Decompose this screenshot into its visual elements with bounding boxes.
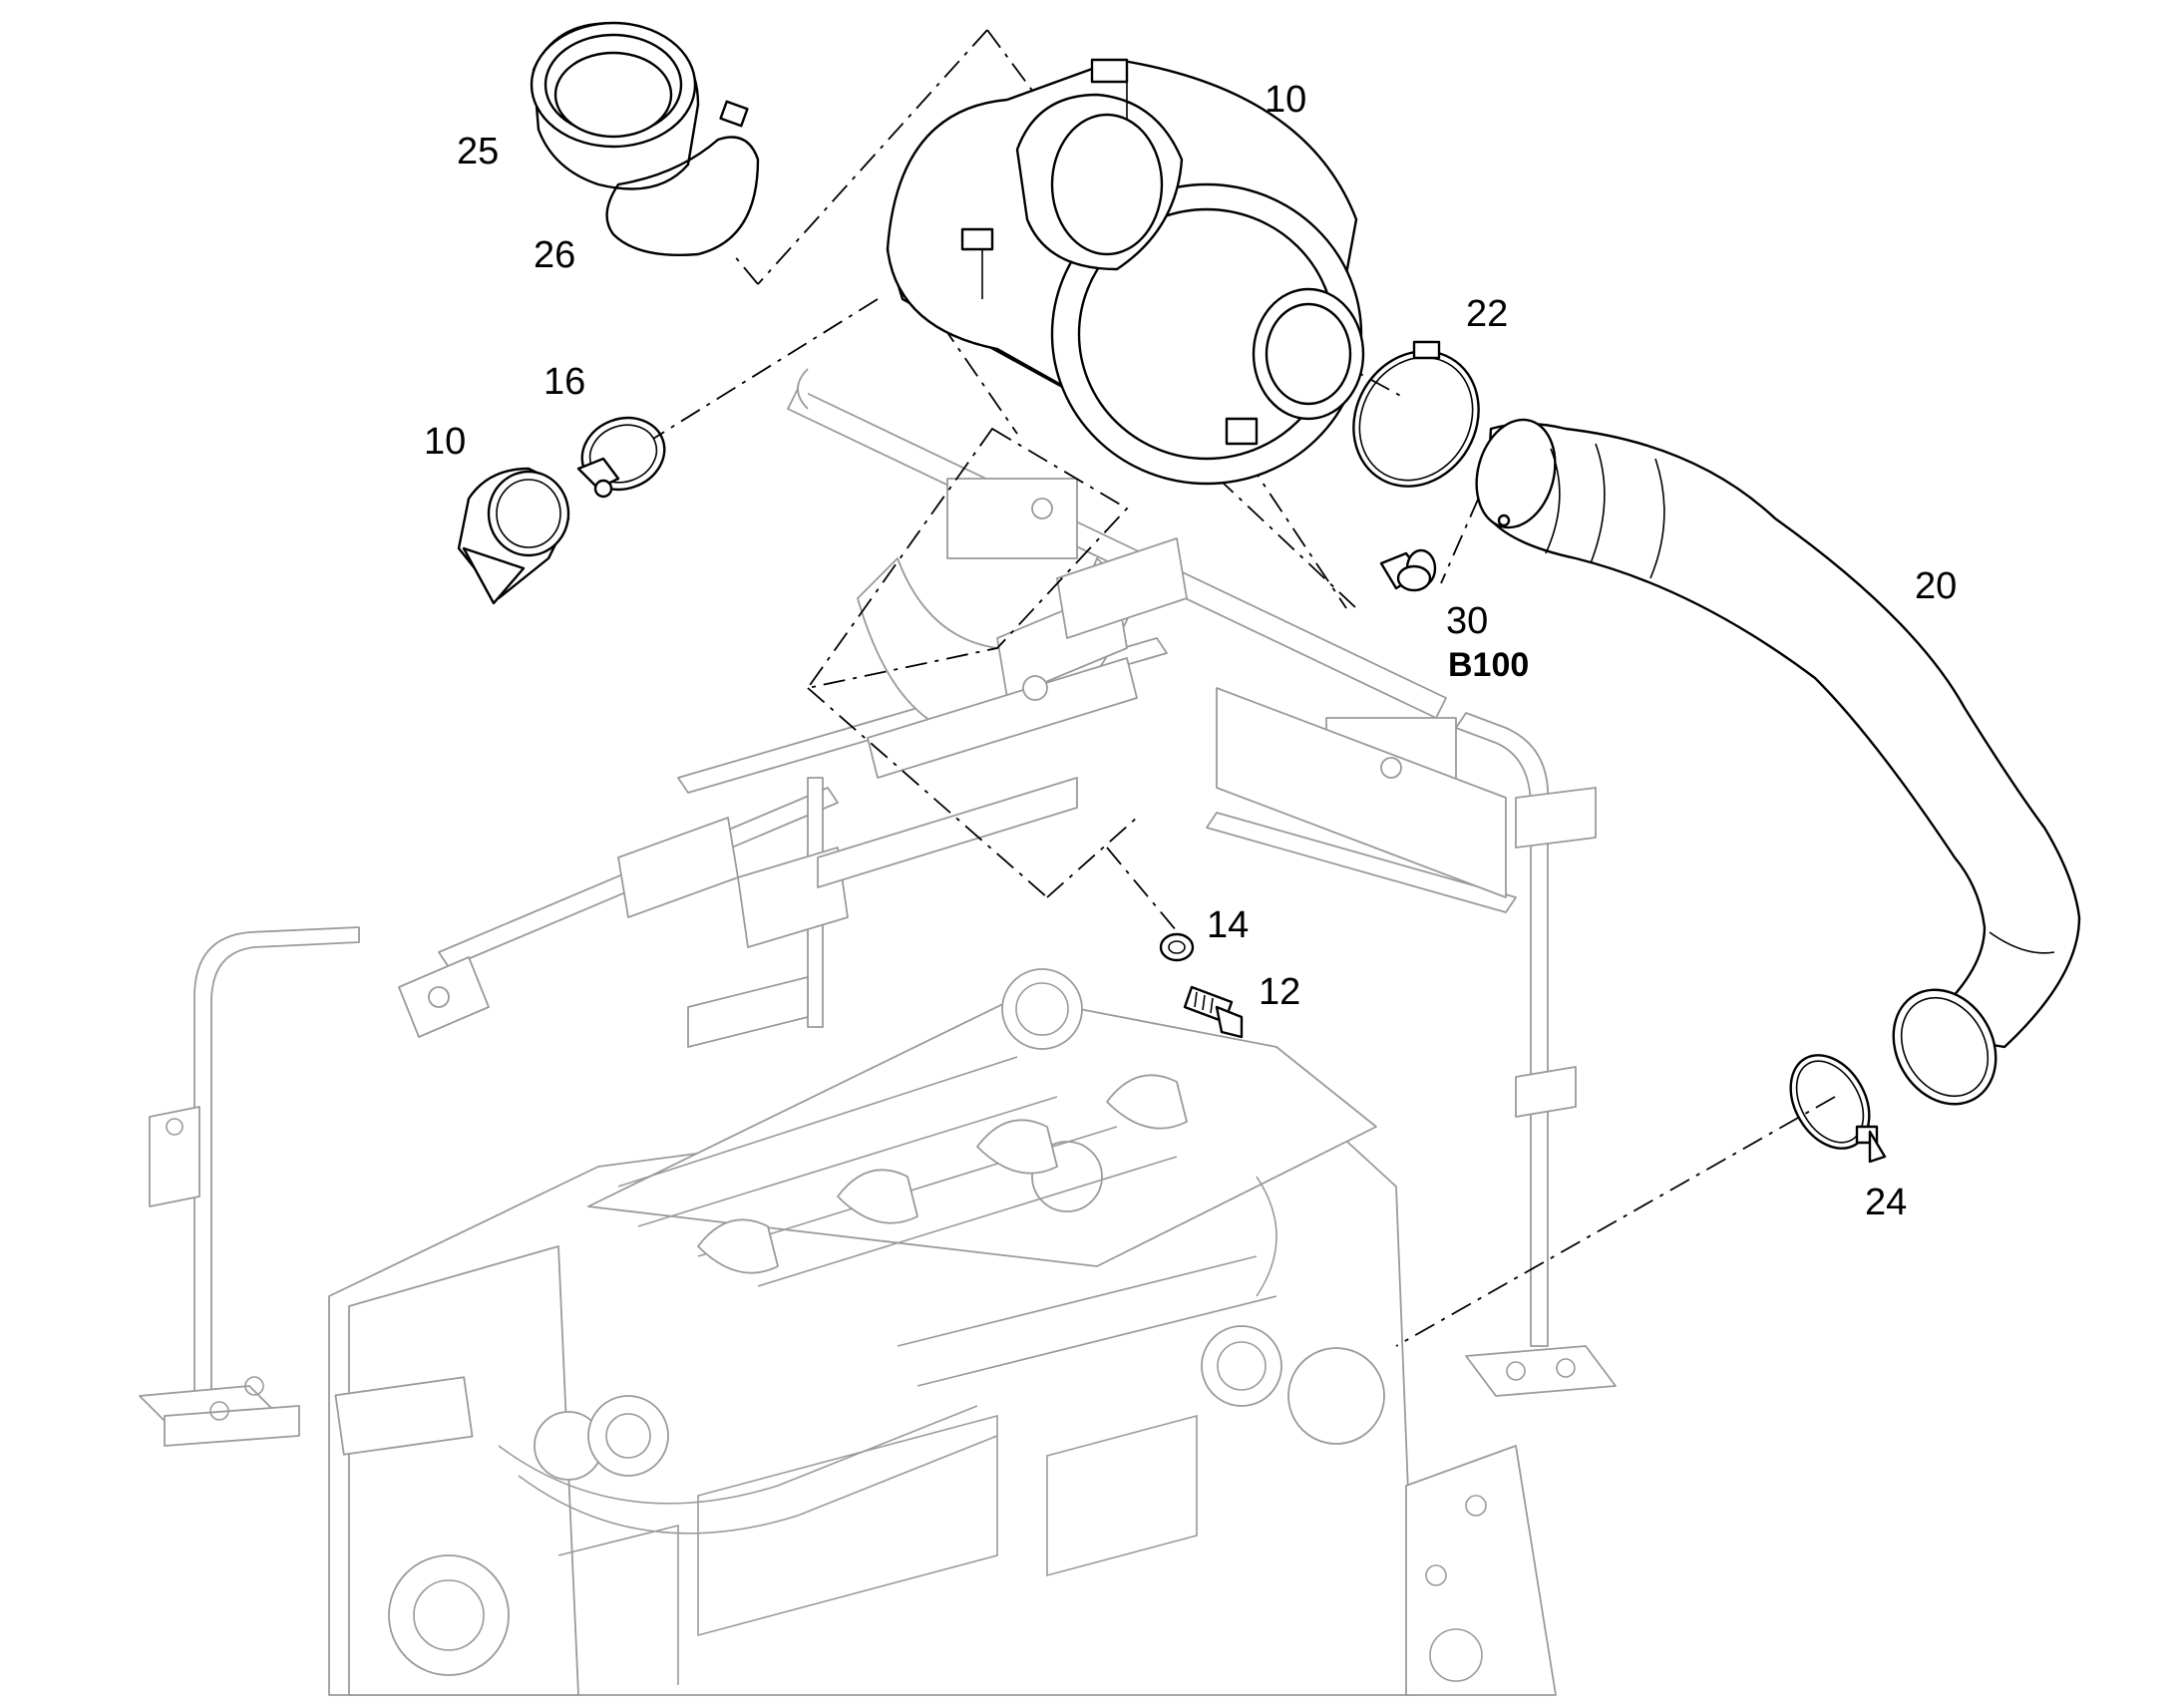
- hose-clamp-24: [1789, 1054, 1887, 1164]
- callout-30: 30: [1446, 600, 1488, 642]
- callout-22: 22: [1466, 293, 1508, 335]
- callout-16: 16: [544, 361, 585, 403]
- callout-26: 26: [534, 234, 575, 276]
- callout-12: 12: [1259, 971, 1300, 1013]
- callout-30-sensor-code: B100: [1448, 646, 1529, 684]
- hose-clamp-22: [1352, 340, 1480, 488]
- hose-clamp-26: [605, 100, 760, 256]
- bolt-12: [1183, 985, 1244, 1039]
- callout-14: 14: [1207, 904, 1249, 946]
- callout-10-left: 10: [424, 421, 466, 463]
- callout-20: 20: [1915, 565, 1957, 607]
- callout-10-top: 10: [1265, 79, 1306, 121]
- inlet-adapter: [530, 21, 700, 190]
- callout-24: 24: [1865, 1182, 1907, 1223]
- hose-clamp-16: [576, 416, 666, 499]
- callout-25: 25: [457, 131, 499, 172]
- engine-block: [328, 968, 1557, 1696]
- washer-14: [1159, 932, 1195, 962]
- air-filter-housing: [886, 58, 1365, 486]
- intake-hose: [1475, 418, 2081, 1106]
- assembly-lines: [652, 29, 1836, 1347]
- vacuator-valve: [457, 467, 570, 605]
- restriction-sensor: [1379, 548, 1437, 592]
